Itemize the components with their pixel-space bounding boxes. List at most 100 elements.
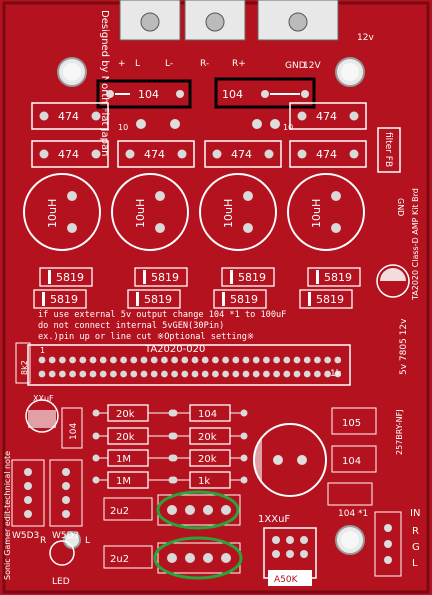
ic-pin	[263, 370, 270, 378]
ic-pin	[222, 356, 230, 364]
diode-5819: 5819	[39, 267, 93, 287]
ic-pin	[59, 370, 66, 378]
diode-label: 5819	[50, 293, 78, 306]
resistor-left: 1M	[92, 449, 176, 467]
diode-label: 5819	[230, 293, 258, 306]
jumper-pad	[24, 468, 32, 476]
ic-pin	[324, 370, 331, 378]
top-terminal-block	[119, 0, 339, 41]
jumper-pad	[62, 510, 70, 518]
cap-474: 474	[117, 140, 195, 168]
cap-105-label: 105	[342, 418, 361, 429]
ic-pin	[140, 370, 148, 378]
header-pad	[167, 553, 177, 563]
ic-pin	[79, 356, 87, 364]
resistor-left: 20k	[92, 427, 176, 445]
designer-text: Designed by North Flat Japan	[99, 10, 110, 156]
resistor-left-label: 1M	[116, 476, 131, 487]
cap-xxuf-label: XXuF	[33, 394, 54, 403]
mounting-holes	[57, 57, 365, 555]
led-label: LED	[52, 577, 70, 587]
jumper-pad	[24, 496, 32, 504]
diode-5819: 5819	[127, 289, 181, 309]
pot-pad	[272, 550, 280, 558]
header-pad	[185, 505, 195, 515]
cap-105: 105	[331, 407, 377, 435]
ic-pin	[110, 370, 117, 378]
note-line-1: if use external 5v output change 104 *1 …	[38, 310, 286, 320]
cap-104-right: 104	[331, 445, 377, 473]
ic-pin	[161, 356, 168, 364]
inductor-label: 10uH	[222, 199, 235, 228]
cap-104-star-label: 104 *1	[338, 509, 368, 519]
ic-pin	[140, 356, 148, 364]
diode-5819: 5819	[221, 267, 275, 287]
input-header	[374, 511, 402, 577]
jumper-w5d3-right: W5D3	[49, 459, 83, 541]
cap-474-label: 474	[316, 110, 337, 123]
cap-104-a-label: 104	[138, 88, 159, 101]
header-pad	[203, 505, 213, 515]
resistor-right: 1k	[170, 471, 248, 489]
inductor-label: 10uH	[310, 199, 323, 228]
jumper-right-label: W5D3	[52, 531, 79, 541]
ic-pin	[150, 370, 158, 378]
ic-pin	[181, 370, 189, 378]
pad-10-left-b	[170, 119, 180, 129]
ic-pin-rows	[38, 356, 342, 378]
ic-pin	[171, 356, 179, 364]
ic-pin	[130, 356, 138, 364]
ic-pin	[232, 370, 240, 378]
inductor-10uh: 10uH	[199, 173, 277, 251]
ic-pin	[38, 370, 46, 378]
ic-pin	[120, 356, 127, 364]
jumper-pad	[62, 496, 70, 504]
diode-label: 5819	[324, 271, 352, 284]
label-l-minus: L-	[165, 59, 173, 69]
pad-10-left	[136, 119, 146, 129]
diode-label: 5819	[316, 293, 344, 306]
cap-2u2-top: 2u2	[103, 497, 153, 521]
highlight-ellipse-bottom	[153, 536, 243, 580]
cap-474-label: 474	[58, 148, 79, 161]
cap-474: 474	[204, 140, 282, 168]
diode-5819: 5819	[307, 267, 361, 287]
ic-pin	[242, 356, 250, 364]
led-l-label: L	[85, 536, 90, 546]
pot-a50k: A50K	[263, 527, 317, 586]
ic-pin	[89, 370, 97, 378]
cap-474-label: 474	[231, 148, 252, 161]
diode-5819: 5819	[299, 289, 353, 309]
ic-pin	[273, 356, 280, 364]
diode-label: 5819	[144, 293, 172, 306]
diode-label: 5819	[56, 271, 84, 284]
pot-label: A50K	[274, 575, 299, 585]
inductor-10uh: 10uH	[287, 173, 365, 251]
ic-pin	[48, 370, 56, 378]
ic-pin	[324, 356, 331, 364]
cap-104-mid-label: 104	[69, 423, 79, 440]
ic-pin1: 1	[40, 346, 45, 355]
cap-xxuf: XXuF	[25, 394, 59, 433]
filter-fb-label: filter FB	[383, 132, 393, 167]
header-pad	[221, 553, 231, 563]
ic-pin	[283, 370, 291, 378]
ic-pin	[79, 370, 87, 378]
ic-pin	[314, 356, 321, 364]
ta2020-ic-footprint: TA2020-020 1	[27, 344, 351, 386]
ic-pin	[130, 370, 138, 378]
ic-pin	[303, 356, 311, 364]
ic-pin	[191, 356, 199, 364]
ic-pin	[212, 356, 219, 364]
resistor-left-label: 1M	[116, 454, 131, 465]
regulator-label: 5v 7805 12v	[399, 318, 409, 375]
cap-2u2-bottom-label: 2u2	[110, 554, 129, 565]
resistor-left-label: 20k	[116, 432, 135, 443]
ic-pin	[201, 356, 209, 364]
header-pad	[185, 553, 195, 563]
resistor-left-label: 20k	[116, 409, 135, 420]
cap-104-mid: 104	[61, 407, 83, 449]
